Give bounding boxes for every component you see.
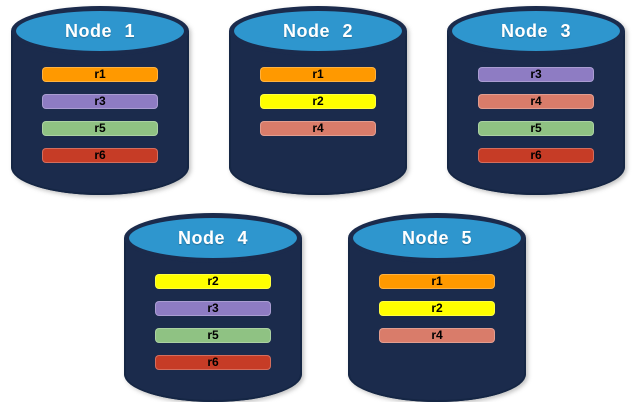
node-label: Node 4 [177, 227, 248, 248]
db-node-1: Node 1 r1 r3 r5 r6 [11, 6, 189, 195]
replica-bar-r5: r5 [478, 121, 594, 136]
database-cylinder-top: Node 5 [348, 213, 526, 263]
database-cylinder-top: Node 4 [124, 213, 302, 263]
replica-bar-r6: r6 [478, 148, 594, 163]
replica-bar-r1: r1 [42, 67, 158, 82]
db-node-2: Node 2 r1 r2 r4 [229, 6, 407, 195]
db-node-4: Node 4 r2 r3 r5 r6 [124, 213, 302, 402]
node-label: Node 3 [500, 20, 571, 41]
bottom-row: Node 4 r2 r3 r5 r6 Node 5 r1 r2 r4 [0, 213, 638, 402]
replica-list: r1 r2 r4 [229, 67, 407, 136]
node-label: Node 5 [401, 227, 472, 248]
database-cylinder-top: Node 3 [447, 6, 625, 56]
database-cylinder-body [229, 31, 407, 195]
replica-bar-r1: r1 [260, 67, 376, 82]
replica-bar-r3: r3 [155, 301, 271, 316]
replica-bar-r6: r6 [42, 148, 158, 163]
database-cylinder-body [11, 31, 189, 195]
node-label: Node 1 [64, 20, 135, 41]
replica-bar-r6: r6 [155, 355, 271, 370]
node-label: Node 2 [282, 20, 353, 41]
replica-list: r1 r2 r4 [348, 274, 526, 343]
replica-bar-r2: r2 [155, 274, 271, 289]
replica-bar-r5: r5 [42, 121, 158, 136]
db-node-5: Node 5 r1 r2 r4 [348, 213, 526, 402]
replica-bar-r5: r5 [155, 328, 271, 343]
database-cylinder-body [447, 31, 625, 195]
database-cylinder-body [348, 238, 526, 402]
replica-bar-r4: r4 [260, 121, 376, 136]
database-cylinder-body [124, 238, 302, 402]
replica-bar-r2: r2 [379, 301, 495, 316]
replica-bar-r4: r4 [379, 328, 495, 343]
replica-bar-r1: r1 [379, 274, 495, 289]
replica-list: r1 r3 r5 r6 [11, 67, 189, 163]
database-cylinder-top: Node 2 [229, 6, 407, 56]
replica-bar-r3: r3 [42, 94, 158, 109]
replica-bar-r2: r2 [260, 94, 376, 109]
db-node-3: Node 3 r3 r4 r5 r6 [447, 6, 625, 195]
replica-list: r3 r4 r5 r6 [447, 67, 625, 163]
replica-bar-r4: r4 [478, 94, 594, 109]
replica-bar-r3: r3 [478, 67, 594, 82]
replica-list: r2 r3 r5 r6 [124, 274, 302, 370]
database-cylinder-top: Node 1 [11, 6, 189, 56]
